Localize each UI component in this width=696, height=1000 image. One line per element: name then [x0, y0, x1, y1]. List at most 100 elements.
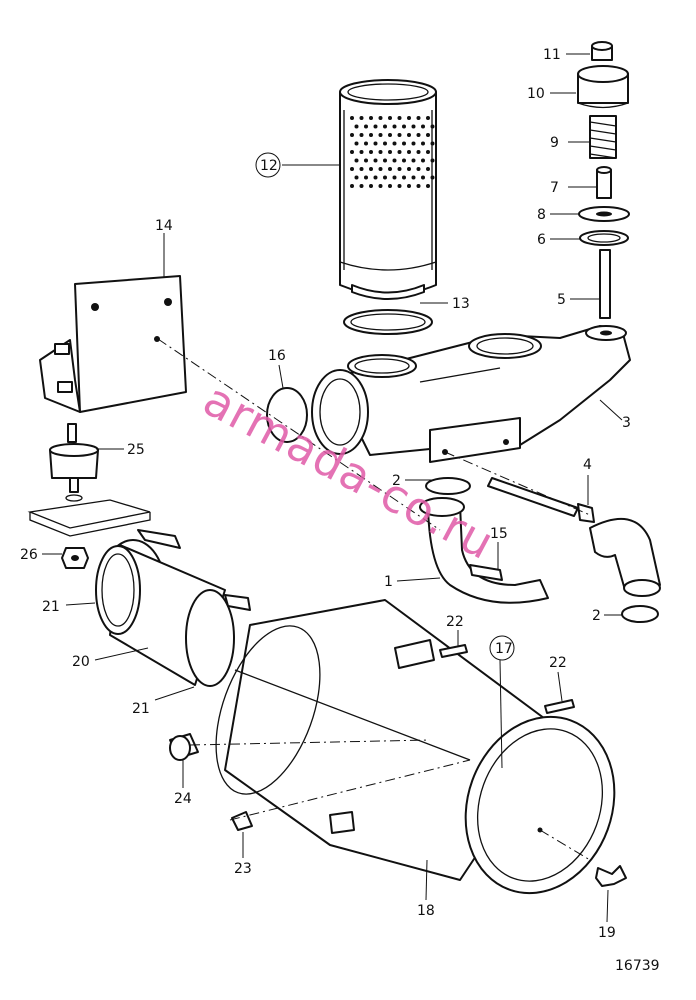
- label-14: 14: [155, 218, 173, 234]
- perforation-dot: [354, 175, 359, 180]
- perforation-dot: [430, 141, 435, 146]
- perforation-dot: [350, 184, 354, 188]
- label-22-right: 22: [549, 655, 567, 671]
- perforation-dot: [350, 150, 354, 154]
- plug-23: [231, 811, 253, 831]
- drawing-number: 16739: [615, 958, 660, 974]
- perforation-dot: [359, 116, 364, 120]
- pipe-elbow-right: [589, 518, 661, 623]
- perforation-dot: [392, 158, 397, 163]
- label-20: 20: [72, 654, 90, 670]
- perforation-dot: [369, 133, 373, 137]
- perforation-dot: [416, 133, 421, 137]
- perforation-dot: [369, 116, 373, 120]
- perforation-dot: [407, 116, 411, 120]
- label-24: 24: [174, 791, 192, 807]
- perforation-dot: [411, 124, 416, 129]
- perforation-dot: [369, 150, 373, 154]
- plug-24: [169, 733, 199, 761]
- perforation-dot: [421, 175, 425, 180]
- perforation-dot: [407, 133, 411, 137]
- perforation-dot: [373, 141, 378, 146]
- label-21-upper: 21: [42, 599, 60, 615]
- label-11: 11: [543, 47, 561, 63]
- perforation-dot: [359, 184, 364, 188]
- perforation-dot: [416, 150, 421, 154]
- reference-labels: 11 10 9 7 8 6 5 3 12 13 16 14 25 26 21 2…: [20, 47, 631, 941]
- perforation-dot: [397, 167, 402, 171]
- stud-22-right: [544, 699, 575, 714]
- nut-26: [61, 547, 89, 569]
- perforation-dot: [426, 184, 430, 188]
- perforation-dot: [350, 167, 354, 171]
- perforation-dot: [359, 133, 364, 137]
- leader-lines: [42, 53, 623, 923]
- perforation-dot: [373, 175, 378, 180]
- perforation-dot: [421, 158, 425, 163]
- perforation-dot: [402, 158, 406, 163]
- perforation-dot: [378, 116, 383, 120]
- label-2-right: 2: [592, 608, 601, 624]
- perforation-dot: [378, 184, 383, 188]
- perforation-dot: [402, 124, 406, 129]
- perforation-dot: [354, 124, 359, 129]
- perforation-dot: [430, 124, 435, 129]
- perforation-dot: [369, 167, 373, 171]
- perforation-dot: [421, 141, 425, 146]
- perforation-dot: [354, 141, 359, 146]
- gasket-16: [266, 387, 308, 443]
- perforation-dot: [411, 158, 416, 163]
- perforation-dot: [364, 124, 368, 129]
- perforation-dot: [388, 116, 392, 120]
- perforation-dot: [411, 175, 416, 180]
- perforation-dot: [430, 175, 435, 180]
- perforation-dot: [388, 133, 392, 137]
- air-cleaner-body: [215, 599, 616, 895]
- bolt-4: [487, 477, 595, 523]
- label-15: 15: [490, 526, 508, 542]
- label-8: 8: [537, 207, 546, 223]
- perforation-dot: [378, 167, 383, 171]
- label-3: 3: [622, 415, 631, 431]
- label-4: 4: [583, 457, 592, 473]
- label-16: 16: [268, 348, 286, 364]
- filter-housing: [311, 325, 631, 463]
- label-12: 12: [260, 158, 278, 174]
- label-18: 18: [417, 903, 435, 919]
- pipe-elbow-left: [419, 477, 549, 604]
- perforation-dot: [350, 133, 354, 137]
- filter-element: [339, 79, 437, 300]
- perforation-dot: [388, 167, 392, 171]
- perforation-dot: [392, 175, 397, 180]
- perforation-dot: [378, 133, 383, 137]
- perforation-dot: [426, 167, 430, 171]
- perforation-dot: [383, 124, 387, 129]
- perforation-dot: [397, 150, 402, 154]
- label-6: 6: [537, 232, 546, 248]
- label-5: 5: [557, 292, 566, 308]
- perforation-dot: [416, 116, 421, 120]
- rubber-mount: [49, 423, 99, 502]
- stud-22-top: [439, 644, 468, 658]
- perforation-dot: [364, 158, 368, 163]
- perforation-dot: [392, 141, 397, 146]
- label-13: 13: [452, 296, 470, 312]
- perforation-dot: [407, 150, 411, 154]
- perforation-dot: [397, 116, 402, 120]
- perforation-dot: [359, 150, 364, 154]
- label-2-left: 2: [392, 473, 401, 489]
- perforation-dot: [378, 150, 383, 154]
- label-22-upper: 22: [446, 614, 464, 630]
- label-7: 7: [550, 180, 559, 196]
- perforation-dot: [369, 184, 373, 188]
- perforation-dot: [416, 167, 421, 171]
- label-25: 25: [127, 442, 145, 458]
- perforation-dot: [407, 184, 411, 188]
- perforation-dot: [430, 158, 435, 163]
- perforation-dot: [421, 124, 425, 129]
- perforation-dot: [397, 184, 402, 188]
- perforation-dot: [397, 133, 402, 137]
- perforation-dot: [426, 150, 430, 154]
- perforation-dot: [373, 158, 378, 163]
